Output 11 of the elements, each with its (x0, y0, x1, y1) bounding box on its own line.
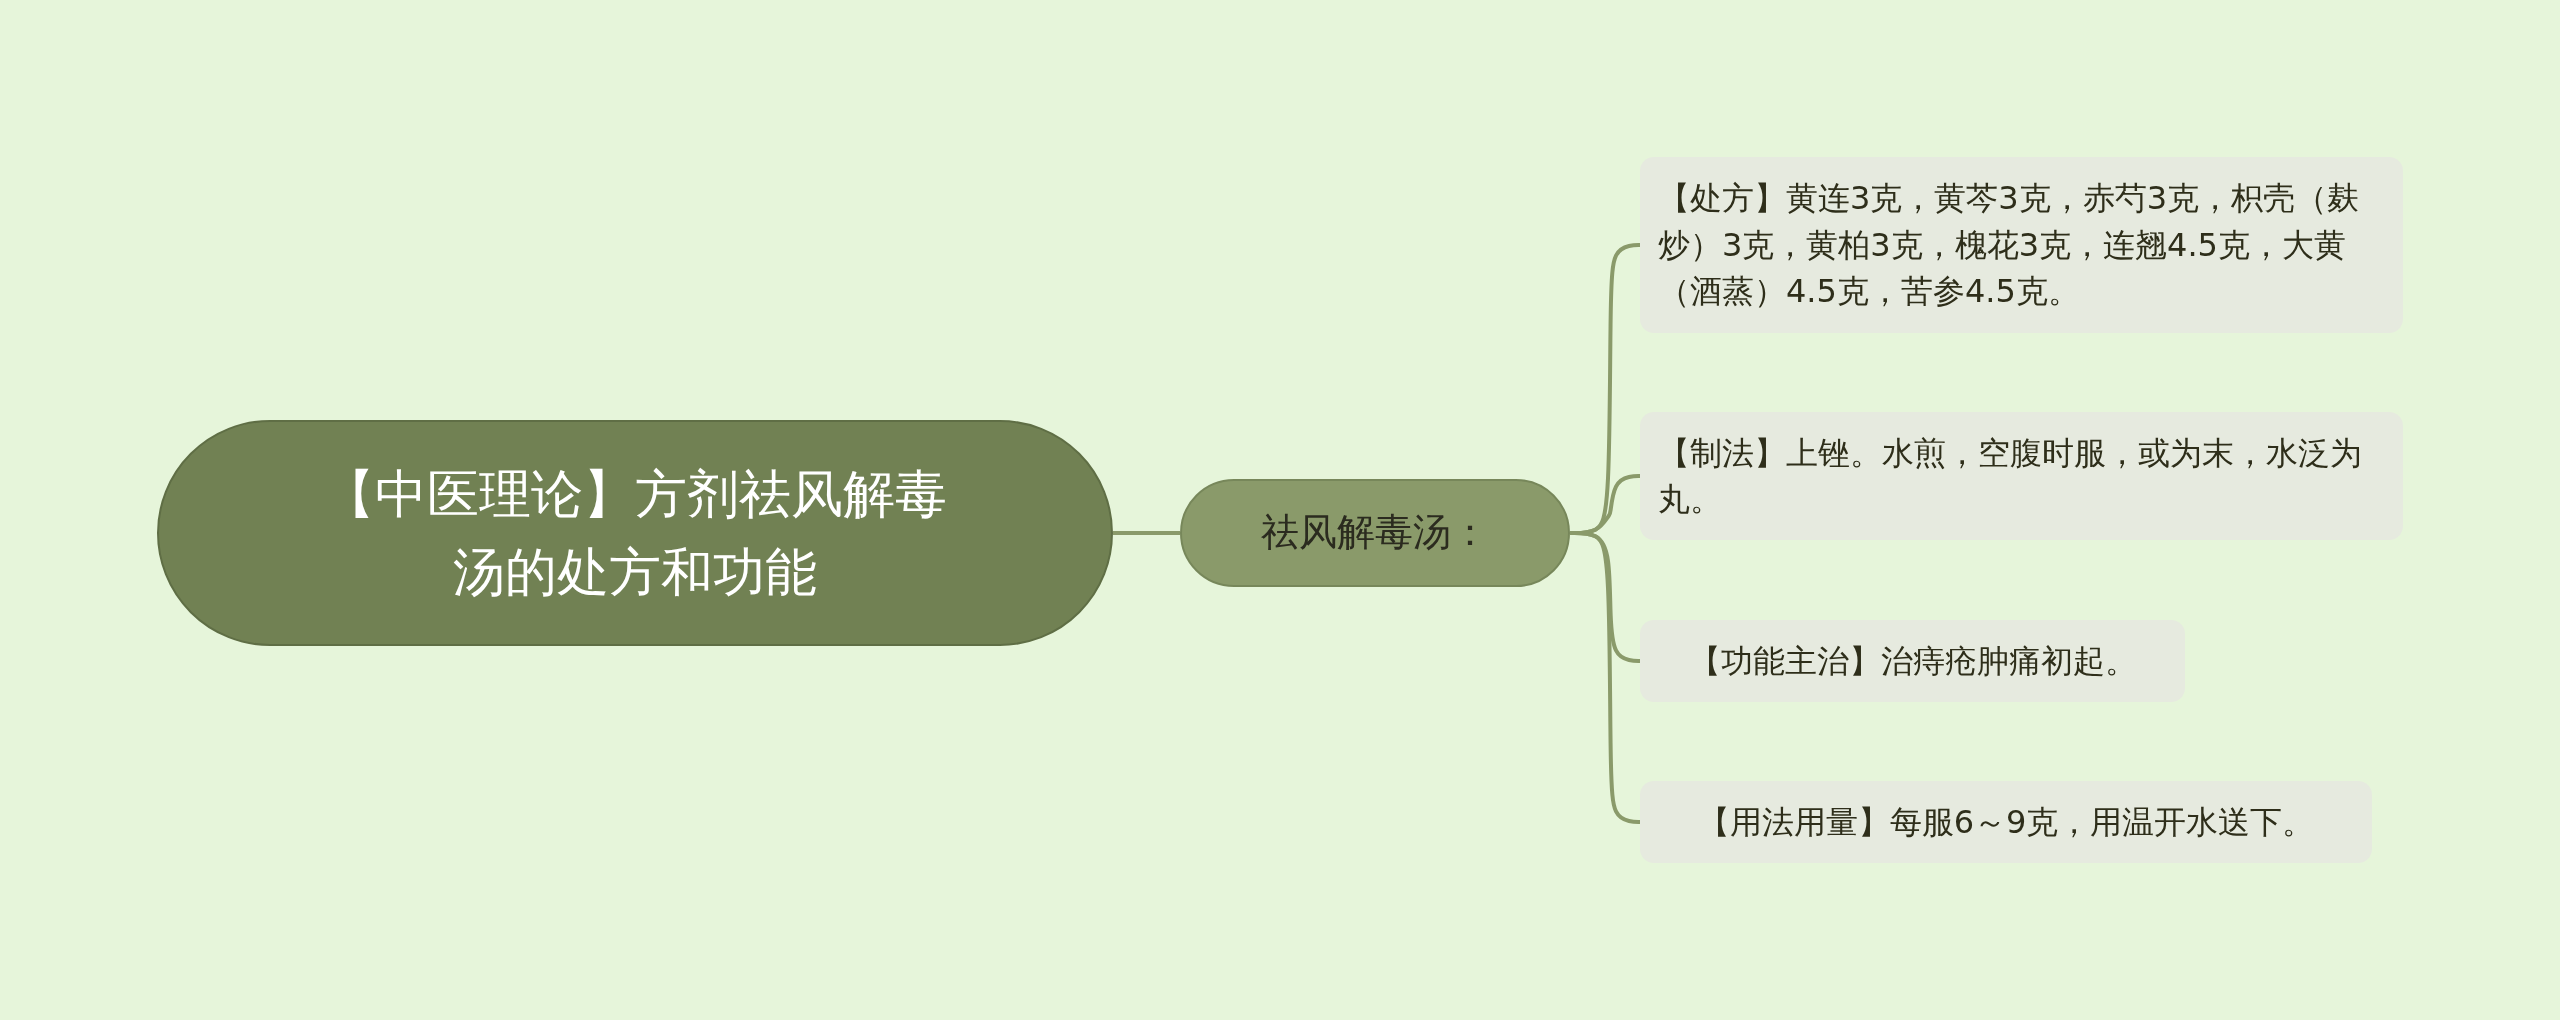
topic-text: 【中医理论】方剂祛风解毒汤的处方和功能 (322, 463, 948, 604)
connector-line (1113, 531, 1180, 535)
leaf-topic (1640, 780, 2372, 864)
leaf-topic (1640, 411, 2403, 541)
topic-text: 祛风解毒汤： (1261, 509, 1489, 557)
topic-text: 【处方】黄连3克，黄芩3克，赤芍3克，枳壳（麸炒）3克，黄柏3克，槐花3克，连翘4.5克，大黄（酒蒸）4.5克，苦参4.5克。 (1658, 178, 2361, 313)
leaf-topic (1640, 157, 2403, 333)
topic-text: 【功能主治】治痔疮肿痛初起。 (1688, 640, 2137, 682)
topic-text: 【用法用量】每服6～9克，用温开水送下。 (1697, 801, 2315, 843)
topic-text: 【制法】上锉。水煎，空腹时服，或为末，水泛为丸。 (1658, 432, 2363, 520)
leaf-topic (1640, 619, 2185, 703)
